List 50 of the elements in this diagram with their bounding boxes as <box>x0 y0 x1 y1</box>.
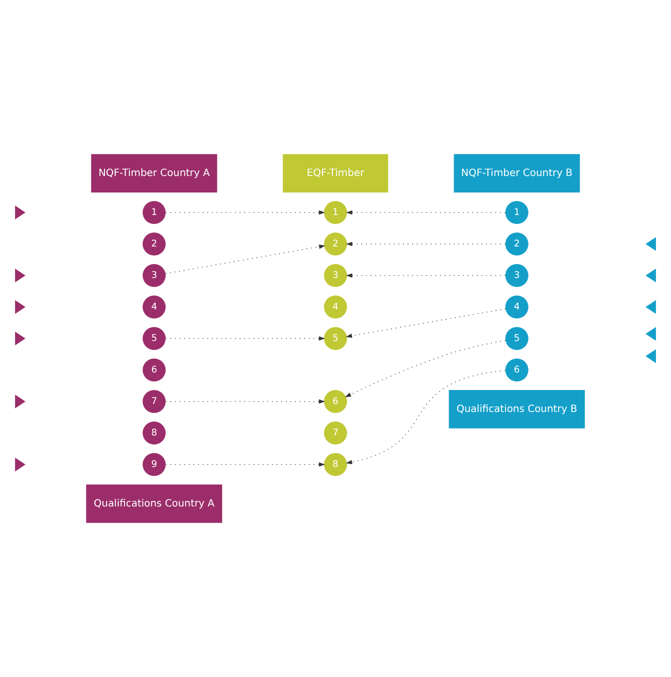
node-box: NQF-Timber Country A <box>91 154 218 192</box>
node-circle: 6 <box>324 390 348 414</box>
node-circle: 8 <box>324 453 348 476</box>
arrow <box>346 273 506 278</box>
node-triangle <box>15 458 26 472</box>
node-circle: 4 <box>142 295 166 319</box>
arrow <box>166 336 326 341</box>
node-box: Qualifications Country B <box>448 390 585 428</box>
node-circle: 7 <box>324 422 348 445</box>
node-circle: 8 <box>142 422 166 445</box>
arrow <box>346 370 506 464</box>
node-circle: 6 <box>142 358 166 382</box>
node-triangle <box>646 237 656 251</box>
node-box: Qualifications Country A <box>86 484 222 523</box>
node-circle: 2 <box>142 232 166 256</box>
node-circle: 3 <box>142 264 166 288</box>
node-triangle <box>646 326 656 341</box>
node-circle: 5 <box>142 326 166 350</box>
node-circle: 5 <box>505 326 528 350</box>
node-box: EQF-Timber <box>282 154 388 192</box>
node-triangle <box>15 268 26 282</box>
node-circle: 1 <box>324 200 348 224</box>
arrow <box>346 242 506 246</box>
node-circle: 1 <box>505 200 528 224</box>
node-triangle <box>646 300 656 314</box>
node-circle: 7 <box>142 390 166 414</box>
node-circle: 9 <box>142 453 166 476</box>
node-circle: 4 <box>505 295 528 319</box>
node-triangle <box>15 332 26 346</box>
node-circle: 6 <box>505 358 528 382</box>
node-circle: 5 <box>324 326 348 350</box>
arrow <box>166 399 326 404</box>
arrow <box>344 340 506 398</box>
node-circle: 3 <box>505 264 528 288</box>
node-triangle <box>15 206 26 220</box>
node-circle: 2 <box>324 232 348 256</box>
node-box: NQF-Timber Country B <box>454 154 580 192</box>
node-triangle <box>646 268 656 282</box>
node-circle: 2 <box>505 232 528 256</box>
arrow <box>166 462 326 467</box>
node-triangle <box>15 300 26 314</box>
node-circle: 1 <box>142 200 166 224</box>
node-circle: 4 <box>324 295 348 319</box>
node-triangle <box>646 349 656 364</box>
node-triangle <box>15 394 26 408</box>
arrow <box>346 210 506 215</box>
arrow <box>346 308 506 338</box>
node-circle: 3 <box>324 264 348 288</box>
arrow <box>165 244 326 274</box>
arrow <box>166 210 326 215</box>
